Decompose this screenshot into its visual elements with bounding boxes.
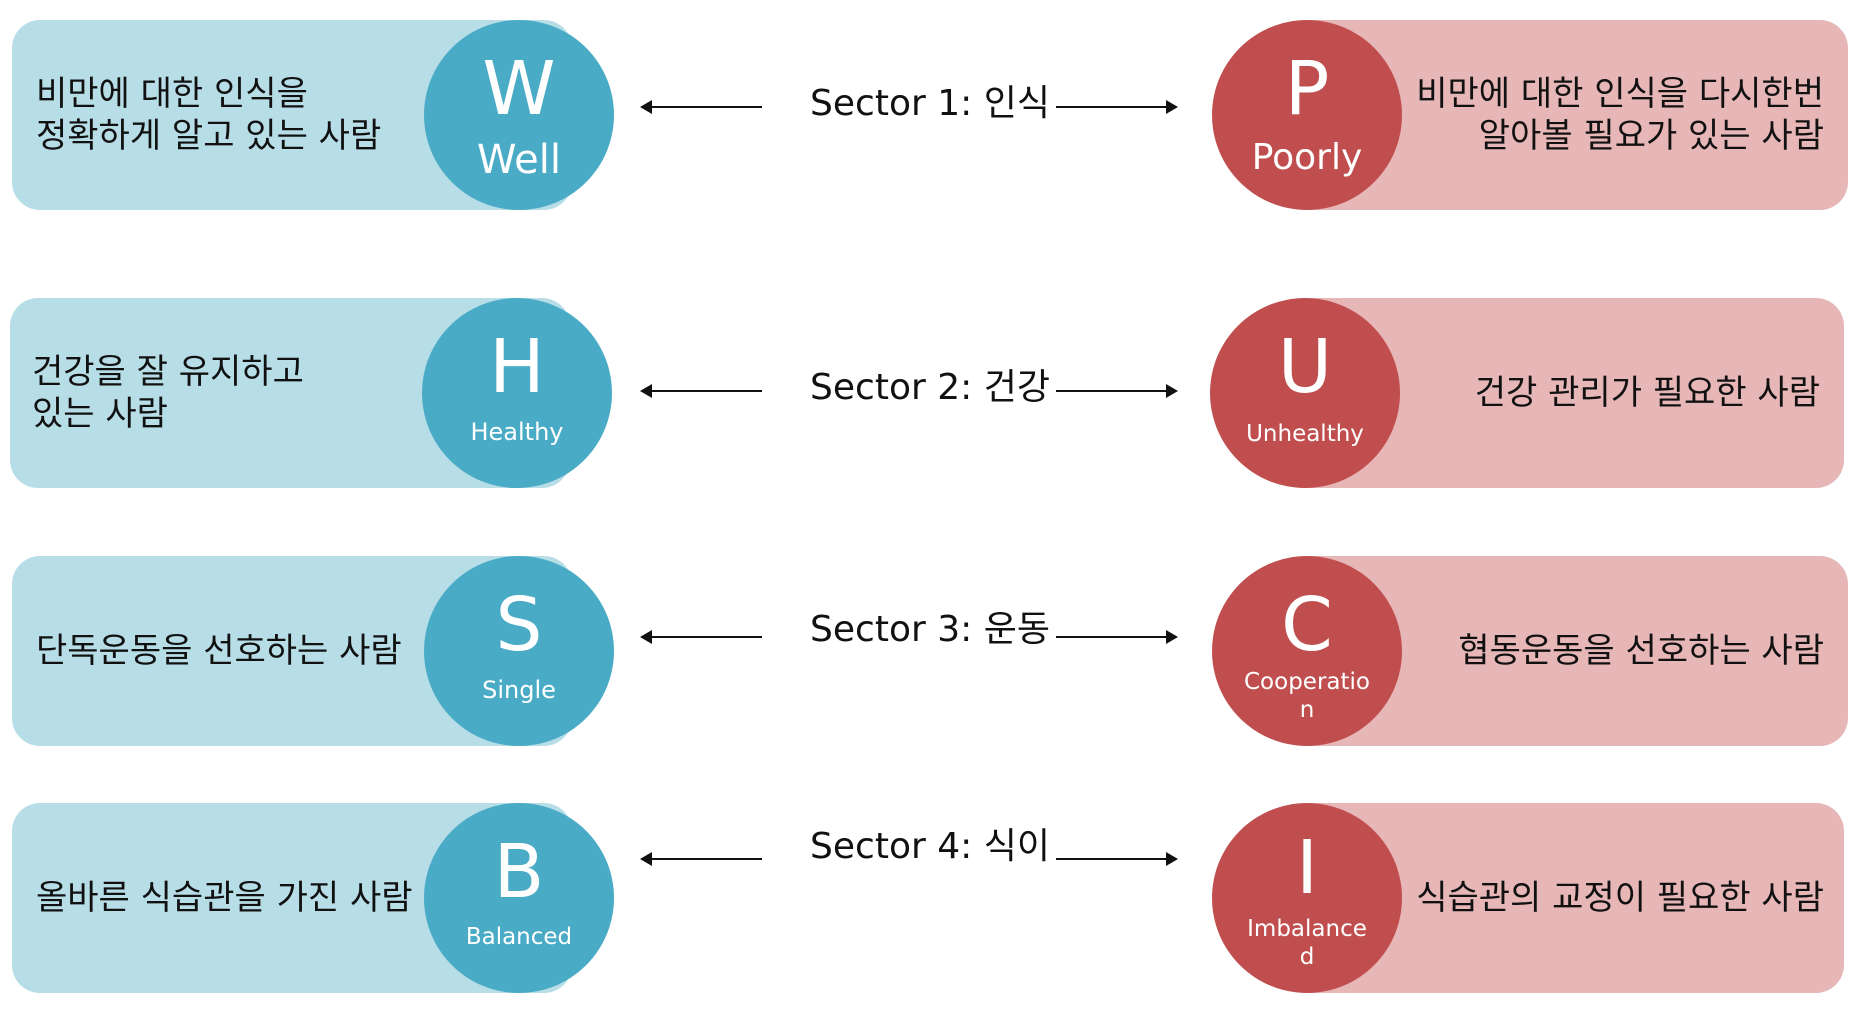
left-arrow — [640, 852, 762, 866]
sector-row-3: 단독운동을 선호하는 사람 S Single Sector 3: 운동 C Co… — [0, 556, 1858, 746]
left-arrow — [640, 384, 762, 398]
right-word: Poorly — [1251, 137, 1363, 178]
right-letter: U — [1277, 324, 1333, 410]
left-circle-badge: W Well — [424, 20, 614, 210]
sector-label: Sector 4: 식이 — [810, 826, 1050, 867]
left-word: Balanced — [465, 924, 573, 950]
left-circle-badge: H Healthy — [422, 298, 612, 488]
right-letter: P — [1284, 46, 1330, 132]
left-circle-badge: S Single — [424, 556, 614, 746]
right-circle-badge: P Poorly — [1212, 20, 1402, 210]
right-letter: C — [1281, 582, 1333, 668]
left-word: Healthy — [470, 418, 564, 446]
right-word: Cooperation — [1244, 669, 1370, 723]
sector-row-4: 올바른 식습관을 가진 사람 B Balanced Sector 4: 식이 I… — [0, 803, 1858, 993]
left-word: Well — [476, 137, 562, 183]
sector-row-2: 건강을 잘 유지하고 있는 사람 H Healthy Sector 2: 건강 … — [0, 298, 1858, 488]
right-arrow — [1056, 630, 1178, 644]
left-description: 단독운동을 선호하는 사람 — [36, 631, 402, 671]
right-description: 협동운동을 선호하는 사람 — [1458, 631, 1824, 671]
sector-label: Sector 2: 건강 — [810, 367, 1050, 408]
left-arrow — [640, 100, 762, 114]
right-word: Unhealthy — [1246, 421, 1364, 447]
right-arrow — [1056, 100, 1178, 114]
right-arrow — [1056, 384, 1178, 398]
sector-row-1: 비만에 대한 인식을 정확하게 알고 있는 사람 W Well Sector 1… — [0, 20, 1858, 210]
left-letter: S — [495, 582, 543, 668]
left-arrow — [640, 630, 762, 644]
right-circle-badge: I Imbalanced — [1212, 803, 1402, 993]
sector-label: Sector 1: 인식 — [810, 83, 1050, 124]
left-letter: W — [482, 46, 556, 132]
left-word: Single — [482, 676, 556, 704]
right-description: 비만에 대한 인식을 다시한번 알아볼 필요가 있는 사람 — [1416, 74, 1824, 156]
right-letter: I — [1296, 825, 1318, 911]
sector-label: Sector 3: 운동 — [810, 609, 1050, 650]
left-description: 올바른 식습관을 가진 사람 — [36, 878, 413, 918]
right-circle-badge: U Unhealthy — [1210, 298, 1400, 488]
right-word: Imbalanced — [1247, 916, 1367, 970]
left-letter: B — [493, 829, 545, 915]
left-letter: H — [489, 324, 545, 410]
left-circle-badge: B Balanced — [424, 803, 614, 993]
left-description: 건강을 잘 유지하고 있는 사람 — [32, 352, 304, 434]
right-circle-badge: C Cooperation — [1212, 556, 1402, 746]
right-description: 식습관의 교정이 필요한 사람 — [1416, 878, 1824, 918]
left-description: 비만에 대한 인식을 정확하게 알고 있는 사람 — [36, 74, 382, 156]
right-arrow — [1056, 852, 1178, 866]
right-description: 건강 관리가 필요한 사람 — [1474, 373, 1820, 413]
